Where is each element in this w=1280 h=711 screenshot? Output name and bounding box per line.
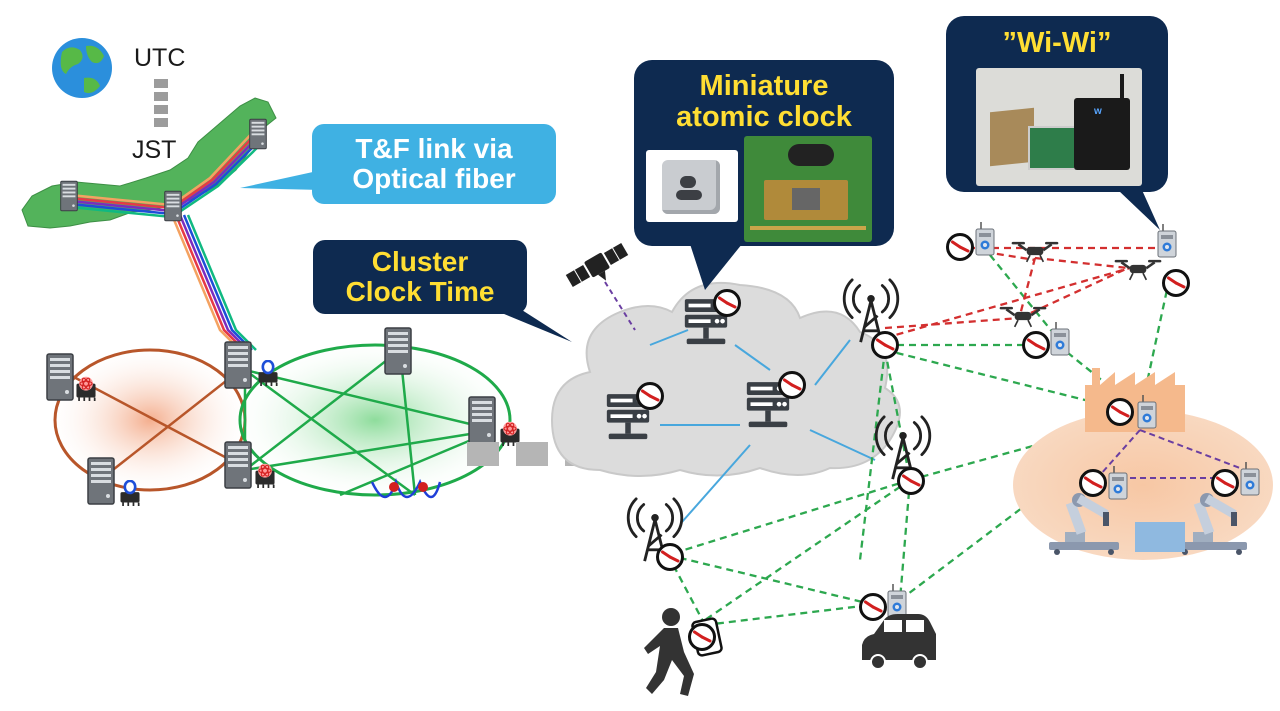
orange-cluster-links [69,369,241,481]
green-cluster-ring [238,343,512,497]
factory-icon [1085,368,1185,432]
drone-icon [998,305,1048,329]
cloud-shape [550,281,901,477]
tf-link-callout-tail [240,170,322,190]
orange-cluster-glow [55,350,245,490]
green-cluster-glow [240,345,510,495]
mac-callout-tail [690,244,742,290]
mac-chip-photo [646,150,738,222]
mac-board-photo [744,136,872,242]
jst-label: JST [132,136,177,164]
globe-icon [52,38,112,98]
mac-callout: Miniature atomic clock [634,60,894,246]
cloud-links [649,329,876,523]
satellite-icon [565,242,629,288]
cluster-callout-line1: Cluster [371,245,469,277]
mac-callout-line2: atomic clock [676,101,852,133]
utc-label: UTC [134,44,186,72]
tf-link-callout: T&F link via Optical fiber [312,124,556,204]
mac-callout-line1: Miniature [699,69,829,102]
drone-links [884,246,1168,340]
mac-callout-title: Miniature atomic clock [634,69,894,133]
walking-person-icon [644,608,723,696]
wiwi-device-photo: w [976,68,1142,186]
satellite-link [604,281,636,331]
cluster-callout: Cluster Clock Time [313,240,527,314]
car-icon [862,614,936,670]
conveyor-icon [1135,522,1185,552]
wiwi-callout-tail [1118,190,1160,230]
potential-wells [370,478,442,499]
wiwi-callout: ”Wi-Wi” w [946,16,1168,192]
factory-links [1099,429,1246,479]
tf-link-callout-line2: Optical fiber [352,163,516,194]
utc-jst-dotted-link [154,79,168,127]
cluster-callout-line2: Clock Time [345,276,495,307]
tf-link-callout-line1: T&F link via [355,132,513,164]
wiwi-callout-title: ”Wi-Wi” [1002,27,1112,60]
